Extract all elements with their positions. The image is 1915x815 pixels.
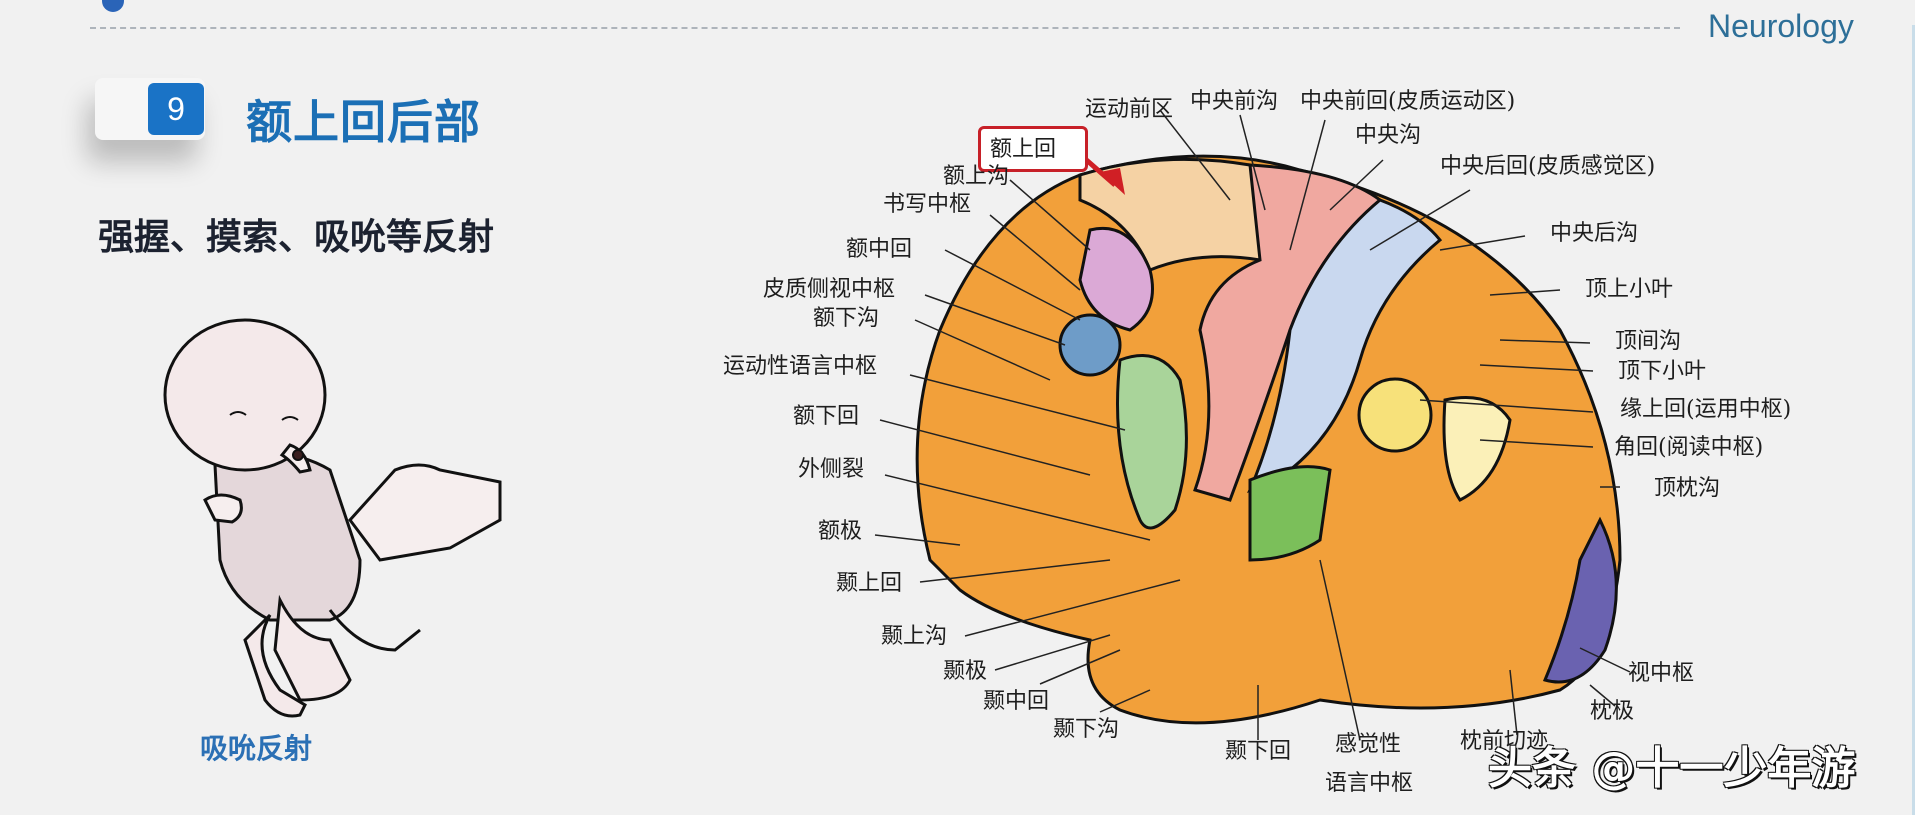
watermark: 头条 @十一少年游 — [1488, 743, 1856, 794]
label-parieto-occipital-sulcus: 顶枕沟 — [1654, 476, 1721, 501]
section-number-badge: 9 — [148, 83, 204, 135]
brand-label: Neurology — [1708, 8, 1854, 44]
visual-center — [1542, 516, 1618, 684]
label-precentral-sulcus: 中央前沟 — [1190, 89, 1279, 114]
label-superior-parietal-lobule: 顶上小叶 — [1585, 277, 1674, 302]
supramarginal-gyrus — [1357, 377, 1433, 453]
label-visual-center: 视中枢 — [1628, 661, 1695, 686]
header-divider — [90, 27, 1680, 29]
label-middle-temporal-gyrus: 颞中回 — [983, 689, 1050, 714]
label-frontal-pole: 额极 — [818, 519, 863, 544]
label-inferior-frontal-gyrus: 额下回 — [793, 404, 860, 429]
label-central-sulcus: 中央沟 — [1355, 123, 1422, 148]
slide-edge — [1912, 25, 1915, 815]
label-inferior-temporal-gyrus: 颞下回 — [1225, 739, 1292, 764]
label-superior-frontal-sulcus: 额上沟 — [943, 164, 1010, 189]
label-occipital-pole: 枕极 — [1590, 699, 1635, 724]
highlight-box — [978, 126, 1088, 172]
label-sensory-speech-1: 感觉性 — [1335, 732, 1402, 757]
lateral-gaze-center — [1058, 313, 1122, 377]
postcentral-gyrus — [1247, 198, 1443, 494]
section-subtitle: 强握、摸索、吸吮等反射 — [98, 217, 495, 258]
section-title: 额上回后部 — [246, 95, 481, 149]
label-postcentral-gyrus: 中央后回(皮质感觉区) — [1440, 154, 1656, 179]
label-sensory-speech-2: 语言中枢 — [1325, 771, 1414, 796]
highlight-label: 额上回 — [990, 137, 1057, 162]
label-postcentral-sulcus: 中央后沟 — [1550, 221, 1639, 246]
label-superior-temporal-gyrus: 颞上回 — [836, 571, 903, 596]
label-temporal-pole: 颞极 — [943, 659, 988, 684]
label-inferior-parietal-lobule: 顶下小叶 — [1618, 359, 1707, 384]
label-middle-frontal-gyrus: 额中回 — [846, 237, 913, 262]
label-writing-center: 书写中枢 — [883, 192, 972, 217]
wernicke-area — [1248, 465, 1332, 562]
label-inferior-temporal-sulcus: 颞下沟 — [1053, 717, 1120, 742]
illustration-caption: 吸吮反射 — [200, 732, 313, 765]
broca-area — [1116, 354, 1188, 530]
decorative-dot — [102, 0, 124, 12]
label-motor-speech-center: 运动性语言中枢 — [723, 354, 878, 379]
label-precentral-gyrus: 中央前回(皮质运动区) — [1300, 89, 1516, 114]
writing-center — [1078, 226, 1154, 332]
label-intraparietal-sulcus: 顶间沟 — [1615, 329, 1682, 354]
angular-gyrus — [1442, 396, 1512, 502]
label-inferior-frontal-sulcus: 额下沟 — [813, 306, 880, 331]
label-preoccipital-notch: 枕前切迹 — [1460, 729, 1549, 754]
label-supramarginal-gyrus: 缘上回(运用中枢) — [1620, 397, 1792, 422]
label-gaze-center: 皮质侧视中枢 — [763, 277, 896, 302]
label-premotor: 运动前区 — [1085, 97, 1174, 122]
label-superior-temporal-sulcus: 颞上沟 — [881, 624, 948, 649]
label-lateral-fissure: 外侧裂 — [798, 457, 865, 482]
label-angular-gyrus: 角回(阅读中枢) — [1614, 435, 1764, 460]
